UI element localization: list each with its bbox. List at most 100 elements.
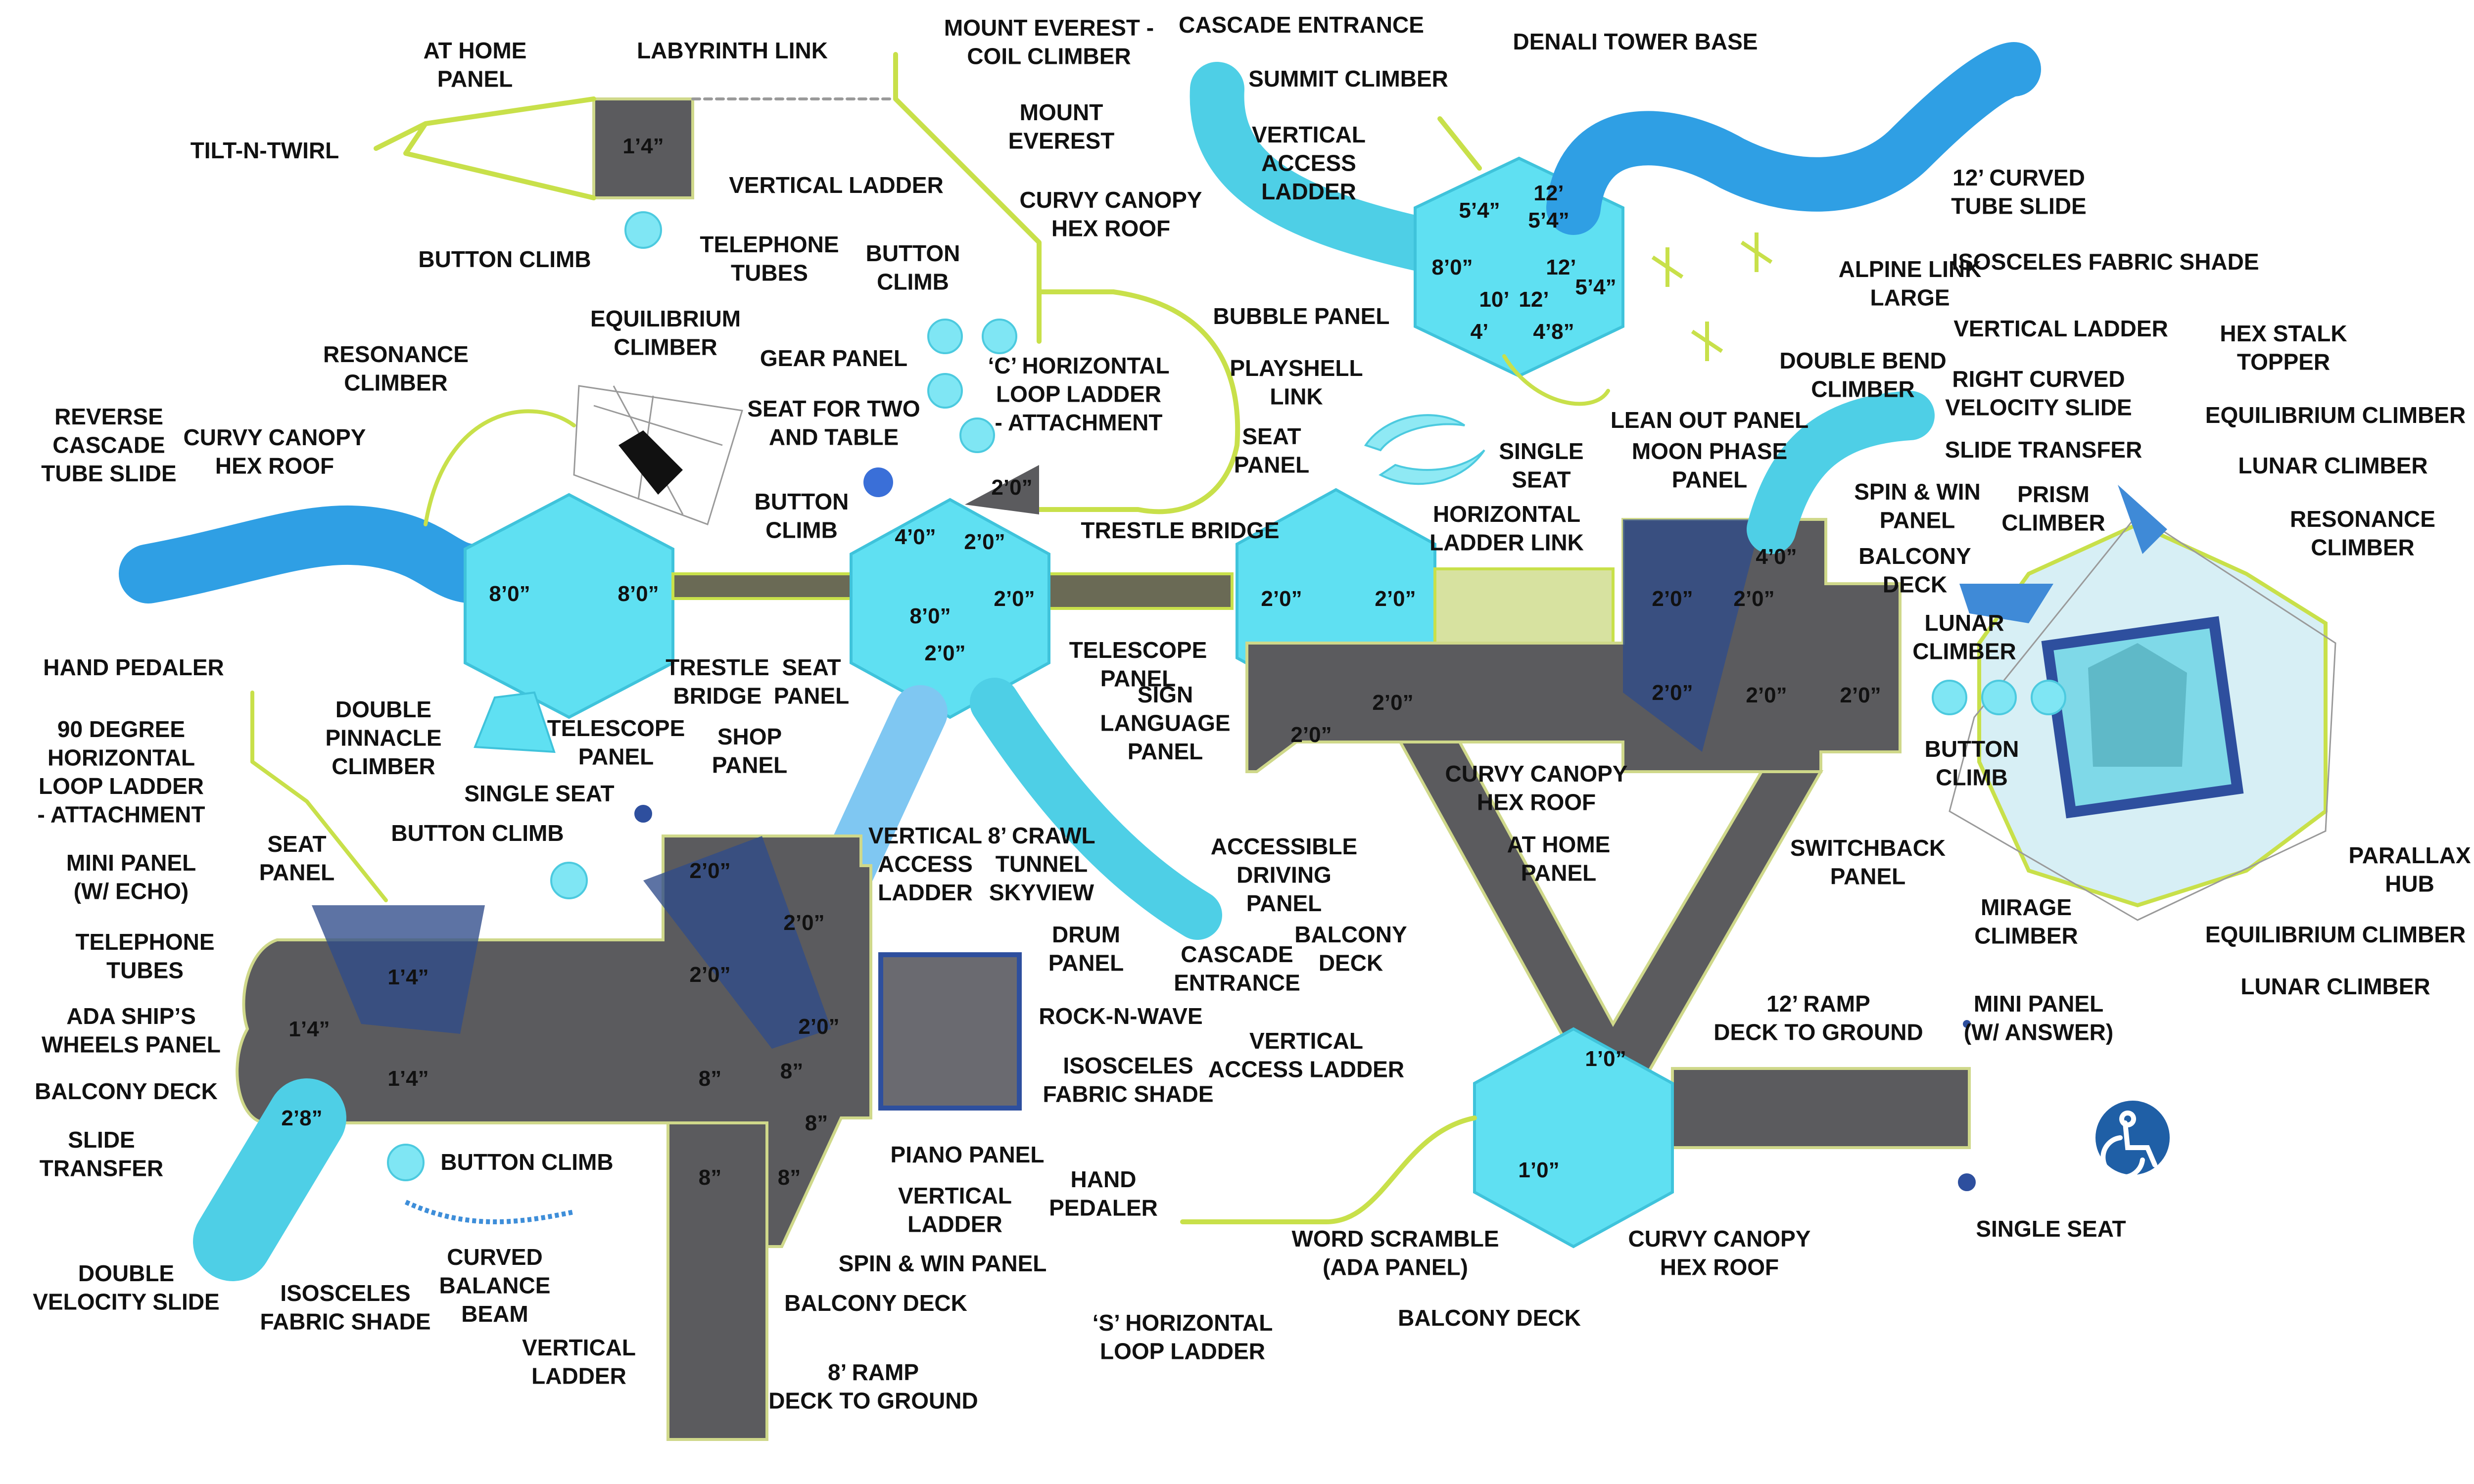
curvy-canopy-left-arch xyxy=(424,409,576,526)
height-mid-deck-a: 2’0” xyxy=(1372,691,1413,715)
ramp-12-deck-to-ground xyxy=(1671,1067,1971,1149)
height-lower-d: 2’0” xyxy=(798,1015,839,1039)
seat-panel-triangle xyxy=(965,465,1039,514)
left-shade-sail-b xyxy=(643,836,831,1049)
double-velocity-slide xyxy=(193,1078,346,1281)
height-center-hex-d: 2’0” xyxy=(994,587,1035,611)
height-right-deck-a: 2’0” xyxy=(1652,587,1693,611)
horizontal-ladder-link xyxy=(1433,567,1615,645)
c-horizontal-loop-ladder xyxy=(1032,289,1240,514)
alpine-link-stars xyxy=(1651,232,1773,361)
height-lower-g: 8” xyxy=(805,1111,828,1135)
trestle-bridge-right xyxy=(1047,572,1234,610)
home-panel-deck xyxy=(592,97,694,199)
height-lower-a: 2’0” xyxy=(689,859,730,883)
height-denali-c: 5’4” xyxy=(1528,208,1569,232)
center-hex-roof xyxy=(850,498,1050,719)
label-lunar-climber-bottom: LUNAR CLIMBER xyxy=(2240,974,2430,999)
cascade-entrance-slide xyxy=(1189,62,1462,275)
height-denali-f: 5’4” xyxy=(1575,275,1616,299)
label-equilibrium-climber-right-bottom: EQUILIBRIUM CLIMBER xyxy=(2205,922,2466,947)
label-mini-panel-answer: MINI PANEL(W/ ANSWER) xyxy=(1964,991,2113,1045)
height-left-hex-a: 8’0” xyxy=(489,582,530,606)
height-left-deck-c: 1’4” xyxy=(387,1067,428,1091)
height-right-deck-f: 2’0” xyxy=(1840,683,1881,707)
ramp-8-deck-to-ground xyxy=(666,1121,768,1441)
height-mid-deck-b: 2’0” xyxy=(1290,723,1332,747)
height-denali-d: 8’0” xyxy=(1431,255,1473,279)
height-lower-i: 8” xyxy=(778,1165,801,1190)
bottom-hex-roof xyxy=(1473,1027,1674,1249)
label-gear-panel: GEAR PANEL xyxy=(760,345,907,371)
button-climb-left-bubble xyxy=(550,862,588,899)
center-hex-slide xyxy=(970,678,1222,940)
resonance-climber-left-net xyxy=(573,385,743,525)
single-seat-mid xyxy=(632,803,654,825)
height-right-deck-c: 4’0” xyxy=(1756,545,1797,569)
playshell-link xyxy=(1364,414,1485,485)
wheelchair-symbol xyxy=(2100,1111,2157,1180)
trestle-bridge-left xyxy=(671,572,853,600)
parallax-hub xyxy=(1949,485,2336,921)
height-left-deck-b: 1’4” xyxy=(288,1017,330,1041)
label-vertical-ladder-right: VERTICAL LADDER xyxy=(1953,316,2168,341)
height-denali-j: 4’8” xyxy=(1533,320,1574,344)
structures xyxy=(119,42,2336,1441)
label-single-seat-bottom: SINGLE SEAT xyxy=(1976,1216,2126,1242)
rock-n-wave-panel xyxy=(878,952,1022,1111)
label-denali-tower-base: DENALI TOWER BASE xyxy=(1513,29,1758,54)
height-denali-i: 4’ xyxy=(1471,320,1489,344)
label-hand-pedaler-left: HAND PEDALER xyxy=(43,654,224,680)
height-right-deck-e: 2’0” xyxy=(1746,683,1787,707)
button-climb-right-bubbles xyxy=(1932,680,2066,715)
reverse-cascade-tube-slide xyxy=(119,505,505,603)
height-mid-hex-a: 2’0” xyxy=(1261,587,1302,611)
label-labyrinth-link: LABYRINTH LINK xyxy=(637,38,828,63)
label-lean-out-panel: LEAN OUT PANEL xyxy=(1611,407,1808,433)
button-climb-top-bubble xyxy=(624,211,662,249)
right-shade-sail xyxy=(1623,519,1761,752)
height-center-hex-top: 2’0” xyxy=(991,475,1032,500)
height-denali-g: 10’ xyxy=(1479,287,1509,312)
label-button-climb-left: BUTTON CLIMB xyxy=(391,820,564,846)
label-cascade-entrance-top: CASCADE ENTRANCE xyxy=(1179,12,1424,38)
height-denali-b: 12’ xyxy=(1533,181,1564,205)
height-dimensions: 1’4” 5’4” 12’ 5’4” 8’0” 12’ 5’4” 10’ 12’… xyxy=(281,134,1881,1190)
button-climb-bottom-bubble xyxy=(387,1144,425,1181)
